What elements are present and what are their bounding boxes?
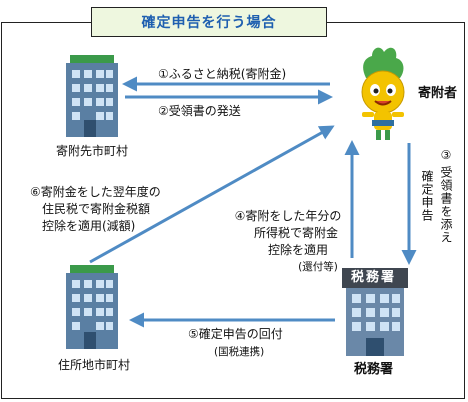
donor-label: 寄附者 <box>418 86 458 101</box>
tax-office-label: 税務署 <box>354 362 394 377</box>
tax-office-sign: 税務署 <box>351 270 397 285</box>
step3-label: 受領書を添え <box>439 166 453 244</box>
donation-city-label: 寄附先市町村 <box>56 144 129 158</box>
step2-label: ②受領書の発送 <box>158 104 241 118</box>
step6-line2: 住民税で寄附金税額 <box>42 202 151 216</box>
donor-mascot-icon <box>361 47 405 140</box>
residence-city-building-icon <box>66 265 118 349</box>
step3-sublabel: 確定申告 <box>420 170 434 222</box>
step6-line3: 控除を適用(減額) <box>42 219 136 233</box>
arrow-resident-tax-deduction <box>89 125 335 264</box>
step4-line2: 所得税で寄附金 <box>253 226 338 240</box>
residence-city-label: 住所地市町村 <box>58 358 131 372</box>
diagram-title: 確定申告を行う場合 <box>91 7 327 37</box>
step5-note: (国税連携) <box>214 346 265 358</box>
step4-line3: 控除を適用 <box>267 243 328 257</box>
step6-line1: ⑥寄附金をした翌年度の <box>30 185 161 199</box>
step4-note: (還付等) <box>298 261 338 273</box>
tax-office-building-icon <box>342 268 408 356</box>
step3-number: ③ <box>439 148 453 163</box>
step1-label: ①ふるさと納税(寄附金) <box>158 67 287 81</box>
donation-city-building-icon <box>66 55 118 137</box>
step5-label: ⑤確定申告の回付 <box>188 327 283 341</box>
step4-line1: ④寄附をした年分の <box>234 209 342 223</box>
